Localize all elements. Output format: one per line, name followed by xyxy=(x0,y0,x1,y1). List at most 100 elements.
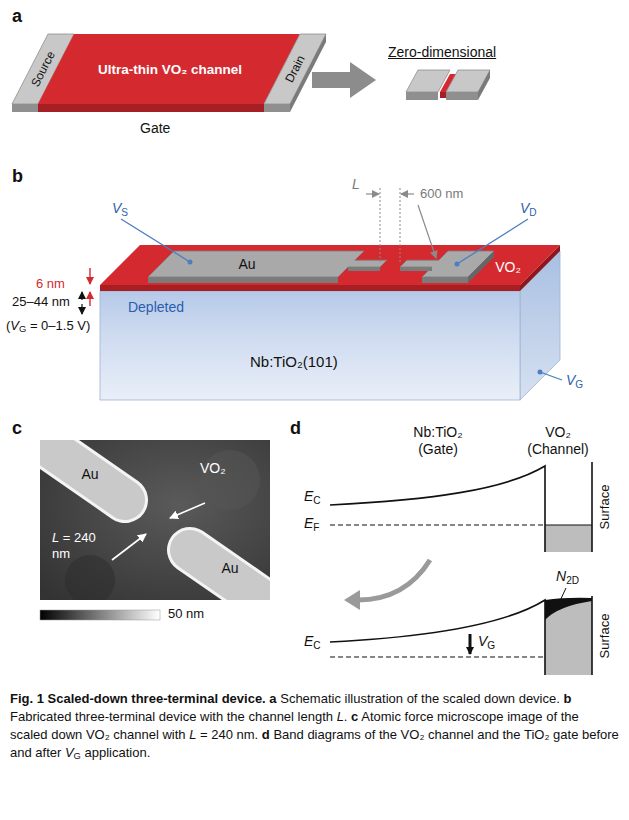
three-terminal-device-part xyxy=(100,285,520,291)
dimension-lines xyxy=(82,188,436,314)
afm-image-part-part xyxy=(65,555,115,600)
node-text: VO₂ xyxy=(200,460,226,477)
substrate-gate: Nb:TiO₂(101)Depleted xyxy=(100,291,520,400)
three-terminal-device-part xyxy=(348,267,380,271)
three-terminal-device-part xyxy=(422,277,468,283)
signal-name: VS xyxy=(112,200,128,217)
band-diagram xyxy=(330,462,592,675)
zero-dimensional-device-part xyxy=(446,92,478,100)
energy-level: EF xyxy=(304,515,320,532)
three-terminal-device-part xyxy=(148,277,338,283)
afm-image xyxy=(10,420,320,640)
terminal-wires-part xyxy=(455,262,460,267)
three-terminal-device-part xyxy=(100,245,560,285)
depleted-region: Depleted xyxy=(106,295,206,319)
node-text: VO₂ xyxy=(495,259,521,276)
band-diagram-part xyxy=(591,596,593,675)
band-diagram-part xyxy=(330,466,545,552)
dimension-lines-part xyxy=(81,304,82,314)
afm-image-part-part xyxy=(40,440,125,500)
dimension-lines-part xyxy=(89,292,90,306)
dimension-label: 25–44 nm xyxy=(12,294,70,310)
node-text: Ultra-thin VO₂ channel xyxy=(98,62,242,78)
zero-dimensional-device xyxy=(406,70,490,100)
band-diagram-part xyxy=(591,462,593,552)
three-terminal-device-part xyxy=(400,251,494,277)
panel-letter: c xyxy=(12,418,22,440)
dimension-lines-part xyxy=(380,188,381,264)
panel-letter: d xyxy=(290,418,301,440)
three-terminal-device-part xyxy=(100,291,520,400)
energy-level: EC xyxy=(304,633,321,650)
afm-image-part xyxy=(170,503,205,518)
surface-label: Surface xyxy=(597,476,613,538)
au-pad: Au xyxy=(225,255,269,273)
vo2-layer: VO₂ xyxy=(490,258,526,276)
dimension-lines-part xyxy=(81,292,82,300)
band-diagram-part xyxy=(344,590,360,610)
terminal-wires-part xyxy=(188,260,193,265)
terminal-wires-part xyxy=(540,372,562,380)
zero-dimensional-device-part xyxy=(406,92,438,100)
band-diagram-part xyxy=(330,600,545,675)
panel-letter: a xyxy=(12,6,22,28)
panel-letter: b xyxy=(12,166,23,188)
device-schematic-part xyxy=(12,104,38,112)
band-diagram-part xyxy=(559,588,566,603)
scaling-arrow xyxy=(312,62,376,98)
dimension-label: L xyxy=(352,176,360,193)
dimension-label: L = 240 nm xyxy=(52,530,108,561)
dimension-label: 600 nm xyxy=(420,186,463,202)
dimension-lines-part xyxy=(89,268,90,284)
carrier-density: N2D xyxy=(556,568,579,585)
dimension-label: 6 nm xyxy=(36,276,65,292)
signal-name: VD xyxy=(520,200,537,217)
three-terminal-device-part xyxy=(520,245,560,291)
band-diagram-part xyxy=(545,525,592,526)
band-diagram-part xyxy=(469,634,472,654)
three-terminal-device-part xyxy=(468,251,494,283)
afm-image-part-part xyxy=(190,550,270,600)
region-heading: Nb:TiO₂ (Gate) xyxy=(402,424,474,458)
afm-image-part-part xyxy=(200,450,260,510)
energy-level: EC xyxy=(304,488,321,505)
dimension-label: (VG = 0–1.5 V) xyxy=(6,318,90,334)
panel-heading: Zero-dimensional xyxy=(388,44,496,61)
scaling-arrow-part xyxy=(312,62,376,98)
afm-image-frame: VO₂AuAu xyxy=(40,440,270,600)
au-pad: Au xyxy=(68,464,112,484)
three-terminal-device-part xyxy=(148,251,387,277)
terminal-wires xyxy=(121,219,562,380)
signal-name: VG xyxy=(566,372,583,389)
terminal-wires-part xyxy=(457,219,528,264)
au-pad: Au xyxy=(210,558,250,578)
band-diagram-part xyxy=(545,598,592,620)
afm-image-part-part xyxy=(40,440,125,500)
device-schematic-part xyxy=(38,104,264,112)
afm-image-part-part xyxy=(190,550,270,600)
terminal-wires-part xyxy=(121,219,190,262)
figure-caption: Fig. 1 Scaled-down three-terminal device… xyxy=(10,690,619,762)
band-diagram-part xyxy=(545,525,592,552)
terminal-name: Gate xyxy=(140,120,170,137)
three-terminal-device-part xyxy=(400,267,432,271)
dimension-lines-part xyxy=(418,205,436,258)
terminal-wires-part xyxy=(538,370,543,375)
dimension-lines-part xyxy=(366,193,379,194)
node-text: Au xyxy=(221,560,238,577)
channel-layer: Ultra-thin VO₂ channel xyxy=(95,48,245,92)
node-text: Au xyxy=(81,466,98,483)
node-text: Depleted xyxy=(128,299,184,316)
dimension-lines-part xyxy=(401,193,414,194)
scale-label: 50 nm xyxy=(168,606,204,622)
afm-image-part xyxy=(40,610,160,620)
dimension-lines-part xyxy=(400,188,401,264)
region-heading: VO₂ (Channel) xyxy=(522,424,594,458)
band-diagram-part xyxy=(358,560,430,600)
signal-name: VG xyxy=(478,633,495,650)
surface-label: Surface xyxy=(597,605,613,667)
device-schematic-part xyxy=(264,104,290,112)
afm-image-part xyxy=(40,440,270,600)
device-schematic-part xyxy=(38,34,300,104)
